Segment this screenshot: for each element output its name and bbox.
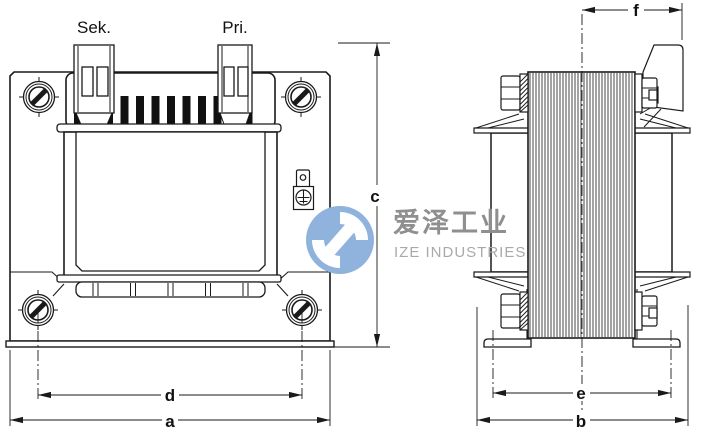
dim-f-label: f (633, 1, 639, 20)
plate-ledges (10, 271, 330, 297)
clamp-bolt-icon (634, 291, 658, 331)
watermark: 爱泽工业 IZE INDUSTRIES (306, 206, 526, 274)
clamp-bolt-icon (500, 73, 529, 113)
bottom-cap-ticks (92, 283, 249, 296)
coil-bottom-cap (75, 281, 266, 298)
dim-d-label: d (165, 386, 175, 405)
dim-c-label-bg (366, 185, 384, 206)
base-lip (5, 340, 335, 348)
dim-a-label: a (165, 412, 175, 431)
ground-terminal (292, 169, 315, 211)
mounting-screw-icon (281, 77, 321, 117)
dim-c-label: c (370, 187, 379, 206)
dim-e-label-bg (573, 384, 590, 401)
dim-d-label-bg (161, 386, 179, 404)
mounting-screw-icon (19, 77, 59, 117)
terminal-block-secondary (73, 44, 115, 114)
dim-b-label: b (576, 412, 586, 431)
dim-a-label-bg (162, 412, 178, 428)
clamp-bolt-icon (500, 291, 529, 331)
coil-bottom-lip (56, 274, 282, 283)
ize-logo-icon (306, 206, 374, 274)
flange-top-gussets (475, 113, 689, 129)
label-secondary: Sek. (77, 18, 111, 37)
side-view (473, 14, 691, 428)
watermark-english: IZE INDUSTRIES (394, 244, 526, 261)
flange-bottom-gussets (475, 276, 689, 292)
label-primary: Pri. (222, 18, 248, 37)
coil-top-lip (56, 123, 282, 133)
core-lamination-lines (529, 73, 633, 337)
watermark-chinese: 爱泽工业 (393, 208, 509, 238)
clamp-bolt-icon (634, 73, 658, 113)
front-view (5, 44, 335, 348)
earth-icon (295, 189, 312, 206)
dim-b-label-bg (573, 412, 590, 428)
terminal-block-primary (217, 44, 253, 114)
dim-e-label: e (576, 384, 585, 403)
core-laminations (527, 71, 636, 339)
dim-f-label-bg (628, 2, 644, 18)
coil-window (75, 131, 266, 272)
